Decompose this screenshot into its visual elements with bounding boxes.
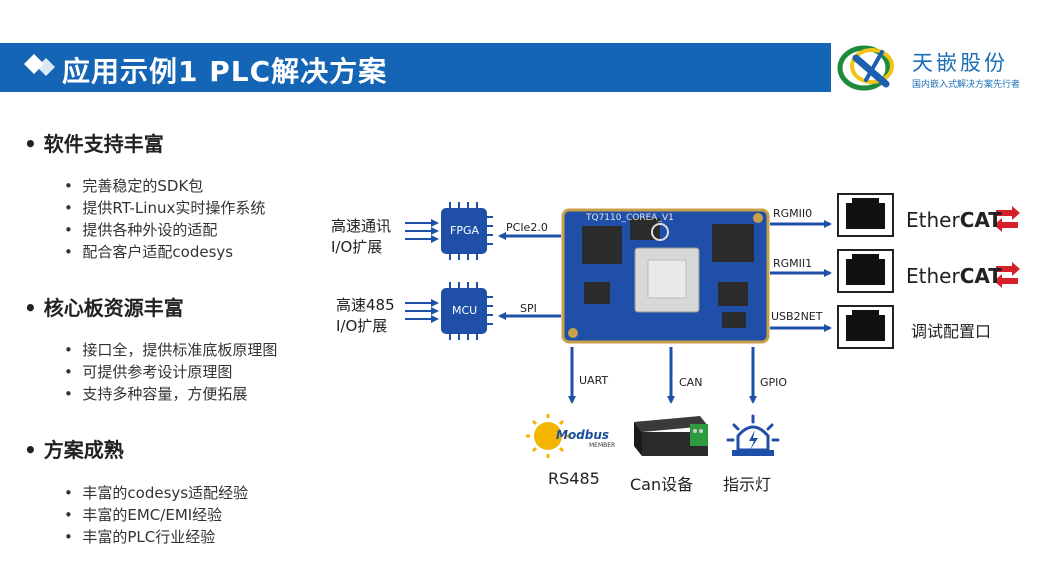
- section-list-core-board: • 接口全，提供标准底板原理图 • 可提供参考设计原理图 • 支持多种容量，方便…: [64, 339, 277, 405]
- section-list-software: • 完善稳定的SDK包 • 提供RT-Linux实时操作系统 • 提供各种外设的…: [64, 175, 265, 263]
- modbus-logo-sub: MEMBER: [589, 442, 616, 449]
- pcie-label: PCIe2.0: [506, 221, 548, 234]
- fpga-desc-line1: 高速通讯: [331, 217, 392, 235]
- list-item: • 可提供参考设计原理图: [64, 363, 233, 381]
- rs485-label: RS485: [548, 469, 600, 488]
- diamond-icon: [24, 54, 55, 76]
- ethercat-logo-1: EtherCAT.: [906, 208, 1009, 232]
- section-list-mature: • 丰富的codesys适配经验 • 丰富的EMC/EMI经验 • 丰富的PLC…: [64, 482, 248, 548]
- mcu-desc-line2: I/O扩展: [336, 317, 388, 335]
- indicator-light-label: 指示灯: [723, 475, 772, 494]
- rgmii1-label: RGMII1: [773, 257, 813, 270]
- usb2net-label: USB2NET: [771, 310, 823, 323]
- section-title-software: • 软件支持丰富: [24, 132, 164, 156]
- modbus-logo-icon: [526, 414, 570, 458]
- logo-name: 天嵌股份: [912, 51, 1008, 75]
- header-bar: [0, 43, 831, 92]
- list-item: • 接口全，提供标准底板原理图: [64, 341, 278, 359]
- list-item: • 配合客户适配codesys: [64, 243, 234, 261]
- ethercat-arrows-icon: [994, 206, 1020, 288]
- gpio-label: GPIO: [760, 376, 788, 389]
- rgmii0-label: RGMII0: [773, 207, 813, 220]
- list-item: • 提供RT-Linux实时操作系统: [64, 199, 266, 217]
- fpga-chip: [441, 202, 493, 260]
- page-title: 应用示例1 PLC解决方案: [62, 55, 388, 88]
- list-item: • 支持多种容量，方便拓展: [64, 385, 248, 403]
- list-item: • 丰富的codesys适配经验: [64, 484, 249, 502]
- board-label: TQ7110_COREA_V1: [586, 213, 674, 223]
- mcu-desc-line1: 高速485: [336, 296, 395, 314]
- mcu-chip: [441, 282, 493, 340]
- company-logo-icon: [837, 45, 894, 91]
- logo-tagline: 国内嵌入式解决方案先行者: [912, 80, 1021, 90]
- modbus-logo-text: Modbus: [556, 428, 610, 442]
- debug-port-label: 调试配置口: [911, 322, 992, 341]
- section-title-core-board: • 核心板资源丰富: [24, 296, 184, 320]
- ethercat-logo-2: EtherCAT.: [906, 264, 1009, 288]
- section-title-mature: • 方案成熟: [24, 438, 124, 462]
- indicator-light-icon: [726, 414, 780, 456]
- uart-label: UART: [579, 374, 609, 387]
- list-item: • 提供各种外设的适配: [64, 221, 218, 239]
- spi-label: SPI: [520, 302, 537, 315]
- can-label: CAN: [679, 376, 703, 389]
- list-item: • 丰富的PLC行业经验: [64, 528, 216, 546]
- mcu-chip-label: MCU: [452, 304, 478, 317]
- fpga-desc-line2: I/O扩展: [331, 238, 383, 256]
- rj45-port-icon: [837, 193, 894, 237]
- rj45-port-icon: [837, 249, 894, 293]
- can-device-label: Can设备: [630, 475, 694, 494]
- can-device-icon: [634, 416, 708, 456]
- fpga-chip-label: FPGA: [450, 224, 480, 237]
- rj45-port-icon: [837, 305, 894, 349]
- list-item: • 完善稳定的SDK包: [64, 177, 204, 195]
- list-item: • 丰富的EMC/EMI经验: [64, 506, 223, 524]
- core-board: [561, 208, 770, 344]
